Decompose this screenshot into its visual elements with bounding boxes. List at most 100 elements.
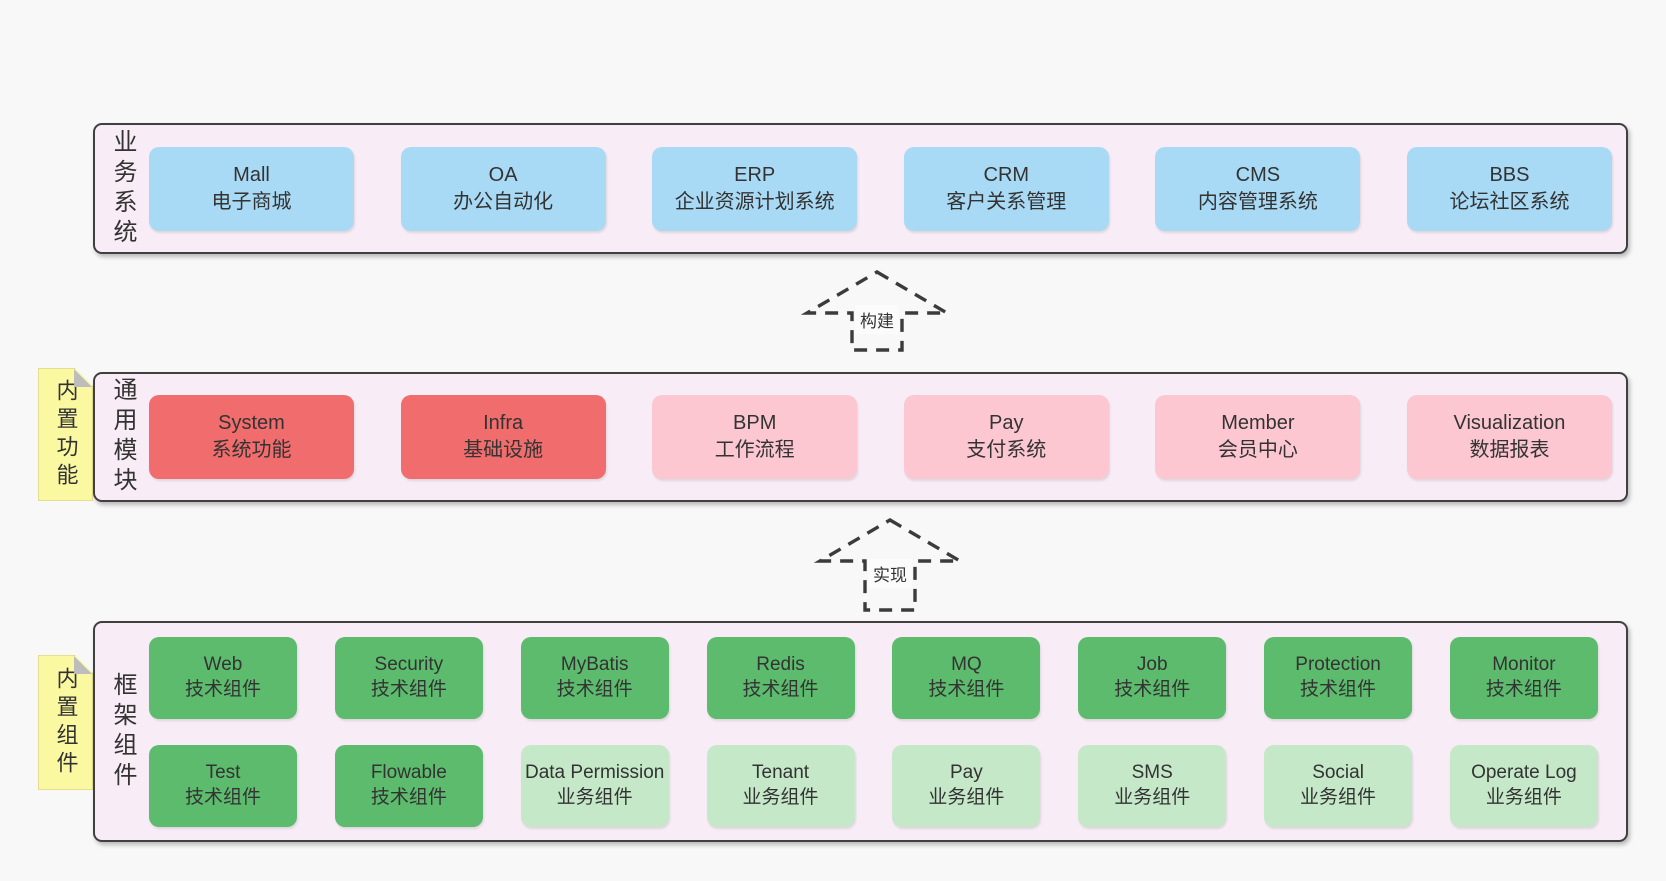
box-subtitle: 业务组件 (742, 786, 819, 808)
box-security: Security 技术组件 (334, 636, 483, 719)
box-job: Job 技术组件 (1078, 636, 1227, 719)
box-subtitle: 技术组件 (370, 786, 447, 808)
box-member: Member 会员中心 (1155, 395, 1361, 479)
layer-common-modules: 通用模块 System 系统功能 Infra 基础设施 BPM 工作流程 Pay… (93, 372, 1628, 502)
layer-framework-components: 框架组件 Web 技术组件 Security 技术组件 MyBatis 技术组件… (93, 621, 1628, 842)
box-social: Social 业务组件 (1264, 744, 1413, 827)
box-flowable: Flowable 技术组件 (334, 744, 483, 827)
box-mall: Mall 电子商城 (149, 146, 354, 231)
folded-corner-icon (74, 369, 92, 387)
box-title: Security (374, 653, 444, 675)
box-bpm: BPM 工作流程 (652, 395, 858, 479)
box-pay-module: Pay 支付系统 (903, 395, 1109, 479)
box-subtitle: 论坛社区系统 (1449, 190, 1570, 213)
box-title: Job (1136, 653, 1168, 675)
box-title: Web (203, 653, 243, 675)
box-subtitle: 技术组件 (742, 678, 819, 700)
folded-corner-icon (74, 656, 92, 674)
box-sms: SMS 业务组件 (1078, 744, 1227, 827)
implement-arrow: 实现 (810, 517, 970, 613)
box-subtitle: 技术组件 (1485, 678, 1562, 700)
sticky-note-builtin-components: 内置组件 (38, 655, 93, 790)
framework-components-grid: Web 技术组件 Security 技术组件 MyBatis 技术组件 Redi… (149, 623, 1626, 840)
box-subtitle: 业务组件 (1300, 786, 1377, 808)
common-modules-row: System 系统功能 Infra 基础设施 BPM 工作流程 Pay 支付系统… (149, 374, 1626, 500)
framework-components-row-2: Test 技术组件 Flowable 技术组件 Data Permission … (149, 744, 1598, 827)
box-title: Mall (233, 163, 270, 186)
box-subtitle: 系统功能 (211, 439, 292, 461)
box-subtitle: 技术组件 (1300, 678, 1377, 700)
box-title: Protection (1295, 653, 1381, 675)
build-arrow: 构建 (797, 269, 957, 353)
layer-label-common-modules: 通用模块 (109, 377, 136, 497)
sticky-note-label: 内置功能 (53, 378, 79, 491)
box-subtitle: 基础设施 (463, 439, 544, 461)
box-subtitle: 业务组件 (928, 786, 1005, 808)
box-subtitle: 工作流程 (714, 439, 795, 461)
box-subtitle: 支付系统 (966, 439, 1047, 461)
box-pay-component: Pay 业务组件 (892, 744, 1041, 827)
sticky-note-label: 内置组件 (53, 666, 79, 779)
box-operate-log: Operate Log 业务组件 (1449, 744, 1598, 827)
box-title: Flowable (370, 761, 447, 783)
box-title: OA (488, 163, 518, 186)
layer-business-systems: 业务系统 Mall 电子商城 OA 办公自动化 ERP 企业资源计划系统 CRM… (93, 123, 1628, 254)
layer-label-framework-components: 框架组件 (109, 671, 136, 792)
box-mq: MQ 技术组件 (892, 636, 1041, 719)
box-title: MQ (951, 653, 982, 675)
framework-components-row-1: Web 技术组件 Security 技术组件 MyBatis 技术组件 Redi… (149, 636, 1598, 719)
box-subtitle: 客户关系管理 (946, 190, 1067, 213)
box-title: BPM (733, 412, 777, 434)
box-redis: Redis 技术组件 (706, 636, 855, 719)
layer-label-business-systems: 业务系统 (109, 128, 136, 249)
box-title: Pay (989, 412, 1024, 434)
box-subtitle: 内容管理系统 (1197, 190, 1318, 213)
dashed-up-arrow-icon (800, 270, 954, 352)
box-visualization: Visualization 数据报表 (1406, 395, 1612, 479)
box-subtitle: 电子商城 (211, 190, 292, 213)
box-subtitle: 技术组件 (1114, 678, 1191, 700)
box-subtitle: 技术组件 (184, 786, 261, 808)
box-title: CRM (983, 163, 1030, 186)
box-monitor: Monitor 技术组件 (1449, 636, 1598, 719)
sticky-note-builtin-features: 内置功能 (38, 368, 93, 501)
business-systems-row: Mall 电子商城 OA 办公自动化 ERP 企业资源计划系统 CRM 客户关系… (149, 125, 1626, 252)
box-system: System 系统功能 (149, 395, 354, 479)
box-title: BBS (1489, 163, 1530, 186)
box-title: ERP (734, 163, 776, 186)
box-infra: Infra 基础设施 (400, 395, 606, 479)
box-tenant: Tenant 业务组件 (706, 744, 855, 827)
box-crm: CRM 客户关系管理 (903, 146, 1109, 231)
box-erp: ERP 企业资源计划系统 (652, 146, 858, 231)
box-subtitle: 企业资源计划系统 (674, 190, 835, 213)
box-subtitle: 会员中心 (1217, 439, 1298, 461)
box-subtitle: 技术组件 (184, 678, 261, 700)
box-title: Operate Log (1471, 761, 1577, 783)
box-protection: Protection 技术组件 (1264, 636, 1413, 719)
box-mybatis: MyBatis 技术组件 (520, 636, 669, 719)
box-title: SMS (1131, 761, 1173, 783)
box-subtitle: 技术组件 (556, 678, 633, 700)
box-subtitle: 业务组件 (1485, 786, 1562, 808)
implement-arrow-label: 实现 (868, 559, 912, 588)
box-test: Test 技术组件 (149, 744, 297, 827)
box-title: Tenant (752, 761, 810, 783)
box-data-permission: Data Permission 业务组件 (520, 744, 669, 827)
box-title: Visualization (1453, 412, 1566, 434)
box-title: Infra (483, 412, 524, 434)
box-title: Pay (950, 761, 983, 783)
box-subtitle: 技术组件 (928, 678, 1005, 700)
box-title: Monitor (1492, 653, 1556, 675)
box-bbs: BBS 论坛社区系统 (1406, 146, 1612, 231)
box-title: Test (205, 761, 241, 783)
box-title: MyBatis (560, 653, 629, 675)
box-title: CMS (1235, 163, 1281, 186)
build-arrow-label: 构建 (855, 305, 899, 334)
box-cms: CMS 内容管理系统 (1155, 146, 1361, 231)
dashed-up-arrow-icon (813, 518, 967, 612)
box-web: Web 技术组件 (149, 636, 297, 719)
box-title: Data Permission (524, 761, 665, 783)
box-oa: OA 办公自动化 (400, 146, 606, 231)
box-title: System (218, 412, 285, 434)
